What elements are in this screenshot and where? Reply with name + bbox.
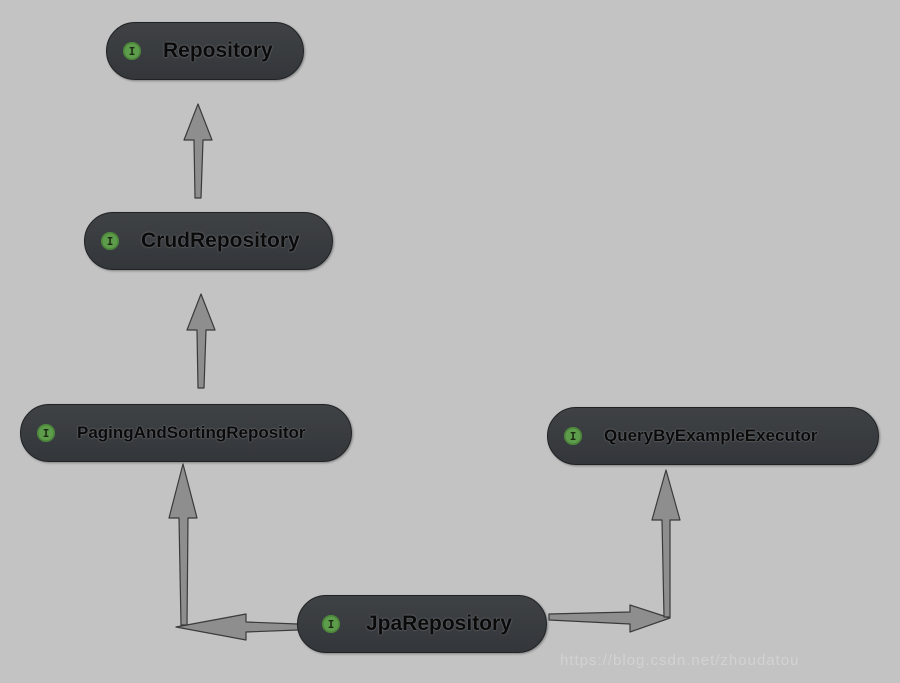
arrow-jpa-to-paging-horizontal: [175, 613, 299, 641]
node-label: PagingAndSortingRepositor: [77, 423, 306, 442]
node-paging-and-sorting-repository[interactable]: I PagingAndSortingRepositor: [20, 404, 352, 462]
watermark: https://blog.csdn.net/zhoudatou: [560, 652, 800, 669]
node-label: QueryByExampleExecutor: [604, 426, 818, 445]
node-label: JpaRepository: [366, 612, 512, 635]
interface-icon: I: [322, 615, 340, 633]
node-label: CrudRepository: [141, 229, 300, 252]
arrow-jpa-to-query-horizontal: [548, 604, 671, 633]
arrow-jpa-to-query-vertical: [651, 469, 681, 618]
arrow-crud-to-repository: [183, 103, 213, 199]
interface-icon: I: [564, 427, 582, 445]
arrow-jpa-to-paging-vertical: [168, 463, 198, 626]
interface-icon: I: [37, 424, 55, 442]
arrow-paging-to-crud: [186, 293, 216, 389]
node-label: Repository: [163, 39, 273, 62]
node-query-by-example-executor[interactable]: I QueryByExampleExecutor: [547, 407, 879, 465]
node-repository[interactable]: I Repository: [106, 22, 304, 80]
node-crud-repository[interactable]: I CrudRepository: [84, 212, 333, 270]
interface-icon: I: [123, 42, 141, 60]
interface-icon: I: [101, 232, 119, 250]
node-jpa-repository[interactable]: I JpaRepository: [297, 595, 547, 653]
